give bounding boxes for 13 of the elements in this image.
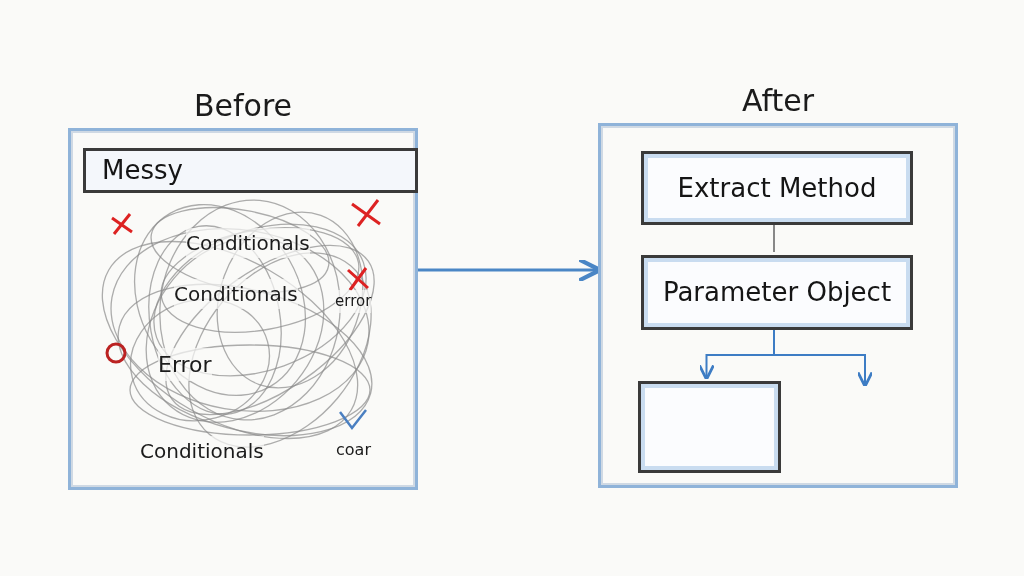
code-label: Error: [158, 348, 212, 381]
header-text: Messy: [102, 154, 183, 187]
panel-title: After: [740, 82, 815, 120]
step-label: Parameter Object: [662, 276, 892, 309]
code-label: error: [335, 290, 372, 313]
code-label: Conditionals: [186, 228, 310, 258]
step-box: [83, 148, 418, 193]
step-label: Extract Method: [677, 171, 877, 205]
empty-box: [638, 381, 781, 473]
step-box: [641, 151, 913, 225]
code-label: Conditionals: [174, 279, 298, 309]
panel-title: Before: [192, 87, 294, 125]
step-box: [641, 255, 913, 330]
